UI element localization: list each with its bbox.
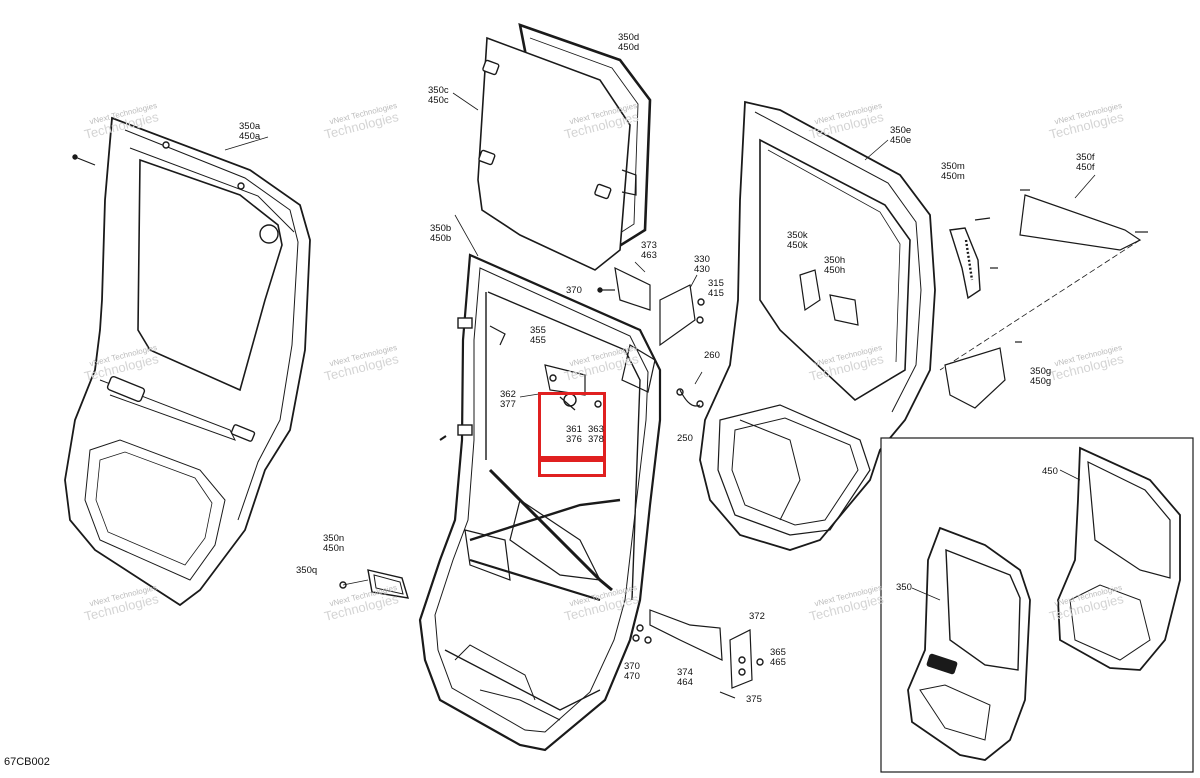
bracket-330 [659, 274, 705, 347]
panel-350f [939, 174, 1148, 371]
inset-box [880, 437, 1194, 773]
hinge-374 [632, 609, 764, 699]
handle-350m [949, 217, 998, 300]
diagram-code: 67CB002 [4, 756, 50, 768]
panel-350g [944, 341, 1022, 409]
handle-350n [339, 569, 409, 599]
callout-350q[interactable]: 350q [296, 565, 318, 576]
door-panel-350a [64, 116, 311, 607]
callout-372[interactable]: 372 [749, 611, 765, 622]
door-panel-350e [699, 100, 936, 551]
door-frame-350b [418, 214, 662, 752]
latch-assembly [519, 364, 602, 411]
hinge-373 [597, 261, 651, 311]
callout-260[interactable]: 260 [704, 350, 720, 361]
strap-250-260 [676, 371, 704, 408]
callout-370-upper[interactable]: 370 [566, 285, 582, 296]
highlight-box-latch [538, 392, 606, 462]
callout-450[interactable]: 450 [1042, 466, 1058, 477]
highlight-box-lower [538, 456, 606, 477]
callout-350[interactable]: 350 [896, 582, 912, 593]
window-panel-350c [452, 36, 637, 271]
callout-250[interactable]: 250 [677, 433, 693, 444]
callout-375[interactable]: 375 [746, 694, 762, 705]
